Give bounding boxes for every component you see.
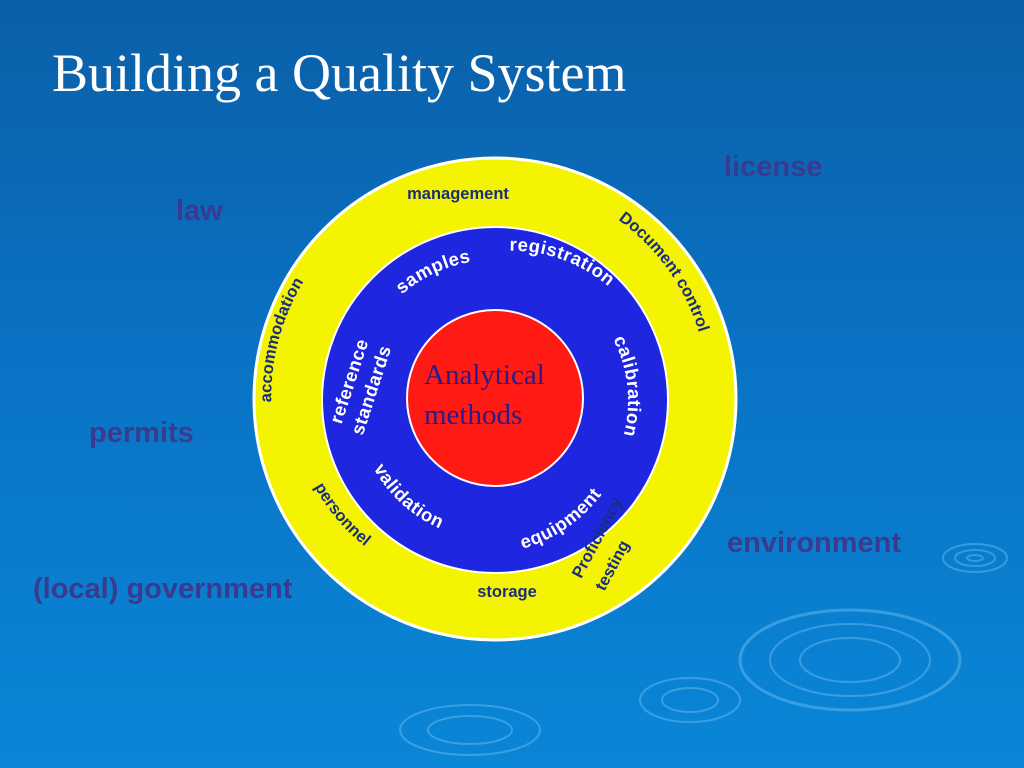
label-environment: environment: [727, 527, 902, 559]
ring-label-storage: storage: [477, 583, 537, 601]
core-label-line2: methods: [424, 399, 522, 431]
label-permits: permits: [89, 417, 194, 449]
label-local-government: (local) government: [33, 573, 293, 605]
ripple-decoration: [399, 543, 1008, 756]
ring-label-management: management: [407, 185, 509, 203]
label-license: license: [724, 151, 823, 183]
slide-title: Building a Quality System: [52, 43, 627, 103]
label-law: law: [176, 195, 223, 227]
core-label-line1: Analytical: [424, 359, 545, 391]
core-circle: [406, 309, 584, 487]
